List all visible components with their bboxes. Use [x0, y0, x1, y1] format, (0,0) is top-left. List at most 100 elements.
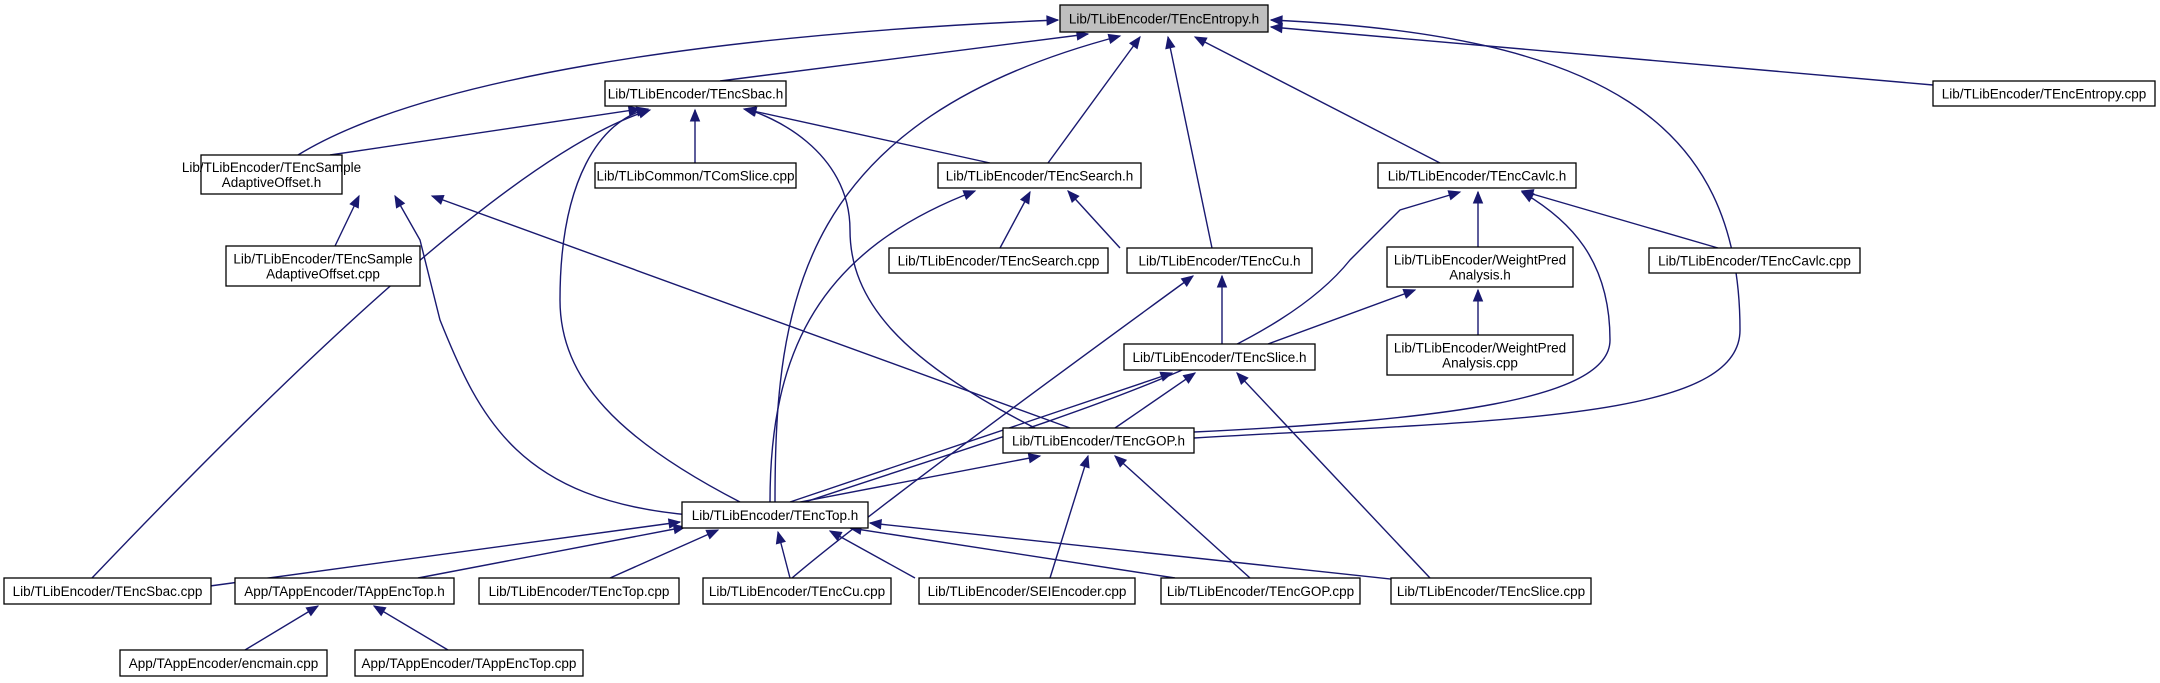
edge-sao_h-to-root [297, 15, 1060, 156]
graph-node[interactable]: Lib/TLibEncoder/TEncCavlc.h [1377, 162, 1577, 189]
node-label: Lib/TLibEncoder/TEncEntropy.cpp [1942, 87, 2147, 102]
edge-line [431, 195, 1071, 429]
arrowhead-icon [1107, 33, 1122, 44]
edge-line [799, 455, 1041, 503]
graph-node[interactable]: Lib/TLibEncoder/SEIEncoder.cpp [918, 577, 1136, 605]
graph-node[interactable]: Lib/TLibEncoder/TEncCavlc.cpp [1648, 247, 1861, 274]
edge-top_h-to-root [774, 33, 1122, 503]
arrowhead-icon [1027, 453, 1042, 464]
node-label: Lib/TLibEncoder/TEncSbac.h [608, 87, 784, 102]
graph-node[interactable]: Lib/TLibEncoder/TEncTop.h [681, 501, 869, 529]
edge-line [1194, 36, 1441, 164]
node-box [3, 577, 212, 605]
graph-node[interactable]: Lib/TLibEncoder/TEncSlice.cpp [1390, 577, 1592, 605]
graph-node[interactable]: Lib/TLibEncoder/TEncTop.cpp [478, 577, 680, 605]
arrowhead-icon [743, 106, 758, 117]
edge-line [1114, 455, 1251, 579]
graph-node[interactable]: Lib/TLibEncoder/TEncSbac.h [604, 80, 787, 107]
arrowhead-icon [1216, 274, 1228, 288]
edge-sei_cpp-to-top_h [828, 530, 916, 579]
node-box [937, 162, 1142, 189]
root-node: Lib/TLibEncoder/TEncEntropy.h [1059, 4, 1269, 33]
arrowhead-icon [1447, 190, 1462, 201]
edge-search_cpp-to-search_h [999, 190, 1031, 249]
graph-node[interactable]: Lib/TLibEncoder/TEncSlice.h [1123, 343, 1316, 371]
edge-top_h-to-sao_h [394, 194, 691, 516]
arrowhead-icon [1067, 190, 1080, 204]
node-label: App/TAppEncoder/TAppEncTop.h [244, 584, 445, 599]
graph-node[interactable]: Lib/TLibEncoder/TEncCu.h [1126, 247, 1313, 274]
node-box [604, 80, 787, 107]
edge-sei_cpp-to-gop_h [1049, 454, 1090, 579]
arrowhead-icon [394, 194, 406, 209]
edge-sbac_cpp-to-top_h [209, 518, 682, 587]
edge-wpa_cpp-to-wpa_h [1472, 288, 1484, 335]
edge-comslice_cpp-to-sbac_h [689, 108, 701, 163]
node-label: Lib/TLibEncoder/TEncSample [182, 160, 361, 175]
edge-line [1047, 36, 1141, 164]
node-label: Lib/TLibEncoder/TEncEntropy.h [1069, 12, 1259, 27]
edge-top_h-to-slice_h [789, 371, 1174, 503]
node-label: Lib/TLibEncoder/TEncCu.h [1138, 254, 1300, 269]
edge-line [1067, 190, 1121, 249]
graph-node[interactable]: Lib/TLibEncoder/TEncEntropy.cpp [1932, 80, 2156, 107]
arrowhead-icon [1269, 15, 1283, 26]
edge-line [1167, 36, 1213, 249]
graph-node[interactable]: Lib/TLibCommon/TComSlice.cpp [594, 162, 797, 189]
arrowhead-icon [430, 195, 445, 205]
node-box [200, 154, 343, 195]
graph-node[interactable]: Lib/TLibEncoder/TEncSampleAdaptiveOffset… [182, 154, 361, 195]
graph-node[interactable]: Lib/TLibEncoder/TEncSearch.h [937, 162, 1142, 189]
node-label: Analysis.cpp [1442, 356, 1518, 371]
node-label: AdaptiveOffset.cpp [266, 267, 380, 282]
node-label: Lib/TLibEncoder/TEncTop.cpp [489, 584, 670, 599]
graph-node[interactable]: Lib/TLibEncoder/TEncSearch.cpp [888, 247, 1109, 274]
node-box [1390, 577, 1592, 605]
edge-line [774, 35, 1121, 503]
arrowhead-icon [705, 529, 720, 540]
arrowhead-icon [1402, 289, 1417, 299]
graph-node[interactable]: Lib/TLibEncoder/TEncSampleAdaptiveOffset… [225, 245, 421, 287]
node-box [1160, 577, 1361, 605]
node-box [1648, 247, 1861, 274]
graph-node[interactable]: Lib/TLibEncoder/TEncSbac.cpp [3, 577, 212, 605]
edge-entropy_cpp-to-root [1269, 22, 1934, 86]
arrowhead-icon [1472, 190, 1484, 204]
nodes-layer: Lib/TLibEncoder/TEncEntropy.hLib/TLibEnc… [3, 4, 2156, 677]
graph-node[interactable]: Lib/TLibEncoder/TEncGOP.cpp [1160, 577, 1361, 605]
arrowhead-icon [1159, 371, 1174, 382]
edge-line [849, 527, 1176, 579]
edge-sbac_h-to-root [719, 30, 1090, 82]
arrowhead-icon [775, 530, 786, 545]
edge-line [559, 108, 741, 503]
graph-node[interactable]: App/TAppEncoder/encmain.cpp [119, 649, 328, 677]
node-box [594, 162, 797, 189]
node-label: Lib/TLibEncoder/TEncSlice.h [1132, 350, 1306, 365]
node-label: AdaptiveOffset.h [222, 175, 322, 190]
node-box [234, 577, 455, 605]
edge-appenctop_h-to-top_h [417, 524, 687, 579]
node-box [1123, 343, 1316, 371]
arrowhead-icon [1193, 36, 1208, 47]
edge-line [1193, 191, 1611, 433]
node-box [1002, 427, 1195, 454]
graph-node[interactable]: Lib/TLibEncoder/TEncCu.cpp [702, 577, 892, 605]
arrowhead-icon [1472, 288, 1484, 302]
node-box [478, 577, 680, 605]
edge-gop_cpp-to-gop_h [1114, 455, 1251, 579]
graph-node[interactable]: Lib/TLibEncoder/TEncGOP.h [1002, 427, 1195, 454]
node-label: Lib/TLibCommon/TComSlice.cpp [596, 169, 794, 184]
edge-line [373, 605, 449, 651]
node-label: Lib/TLibEncoder/WeightPred [1394, 341, 1566, 356]
node-box [1126, 247, 1313, 274]
node-label: Lib/TLibEncoder/WeightPred [1394, 253, 1566, 268]
node-box [1386, 246, 1574, 288]
graph-node[interactable]: App/TAppEncoder/TAppEncTop.h [234, 577, 455, 605]
node-box [1377, 162, 1577, 189]
arrowhead-icon [1182, 372, 1197, 384]
graph-node[interactable]: App/TAppEncoder/TAppEncTop.cpp [354, 649, 584, 677]
edge-gop_h-to-sao_h [430, 195, 1071, 429]
node-box [888, 247, 1109, 274]
